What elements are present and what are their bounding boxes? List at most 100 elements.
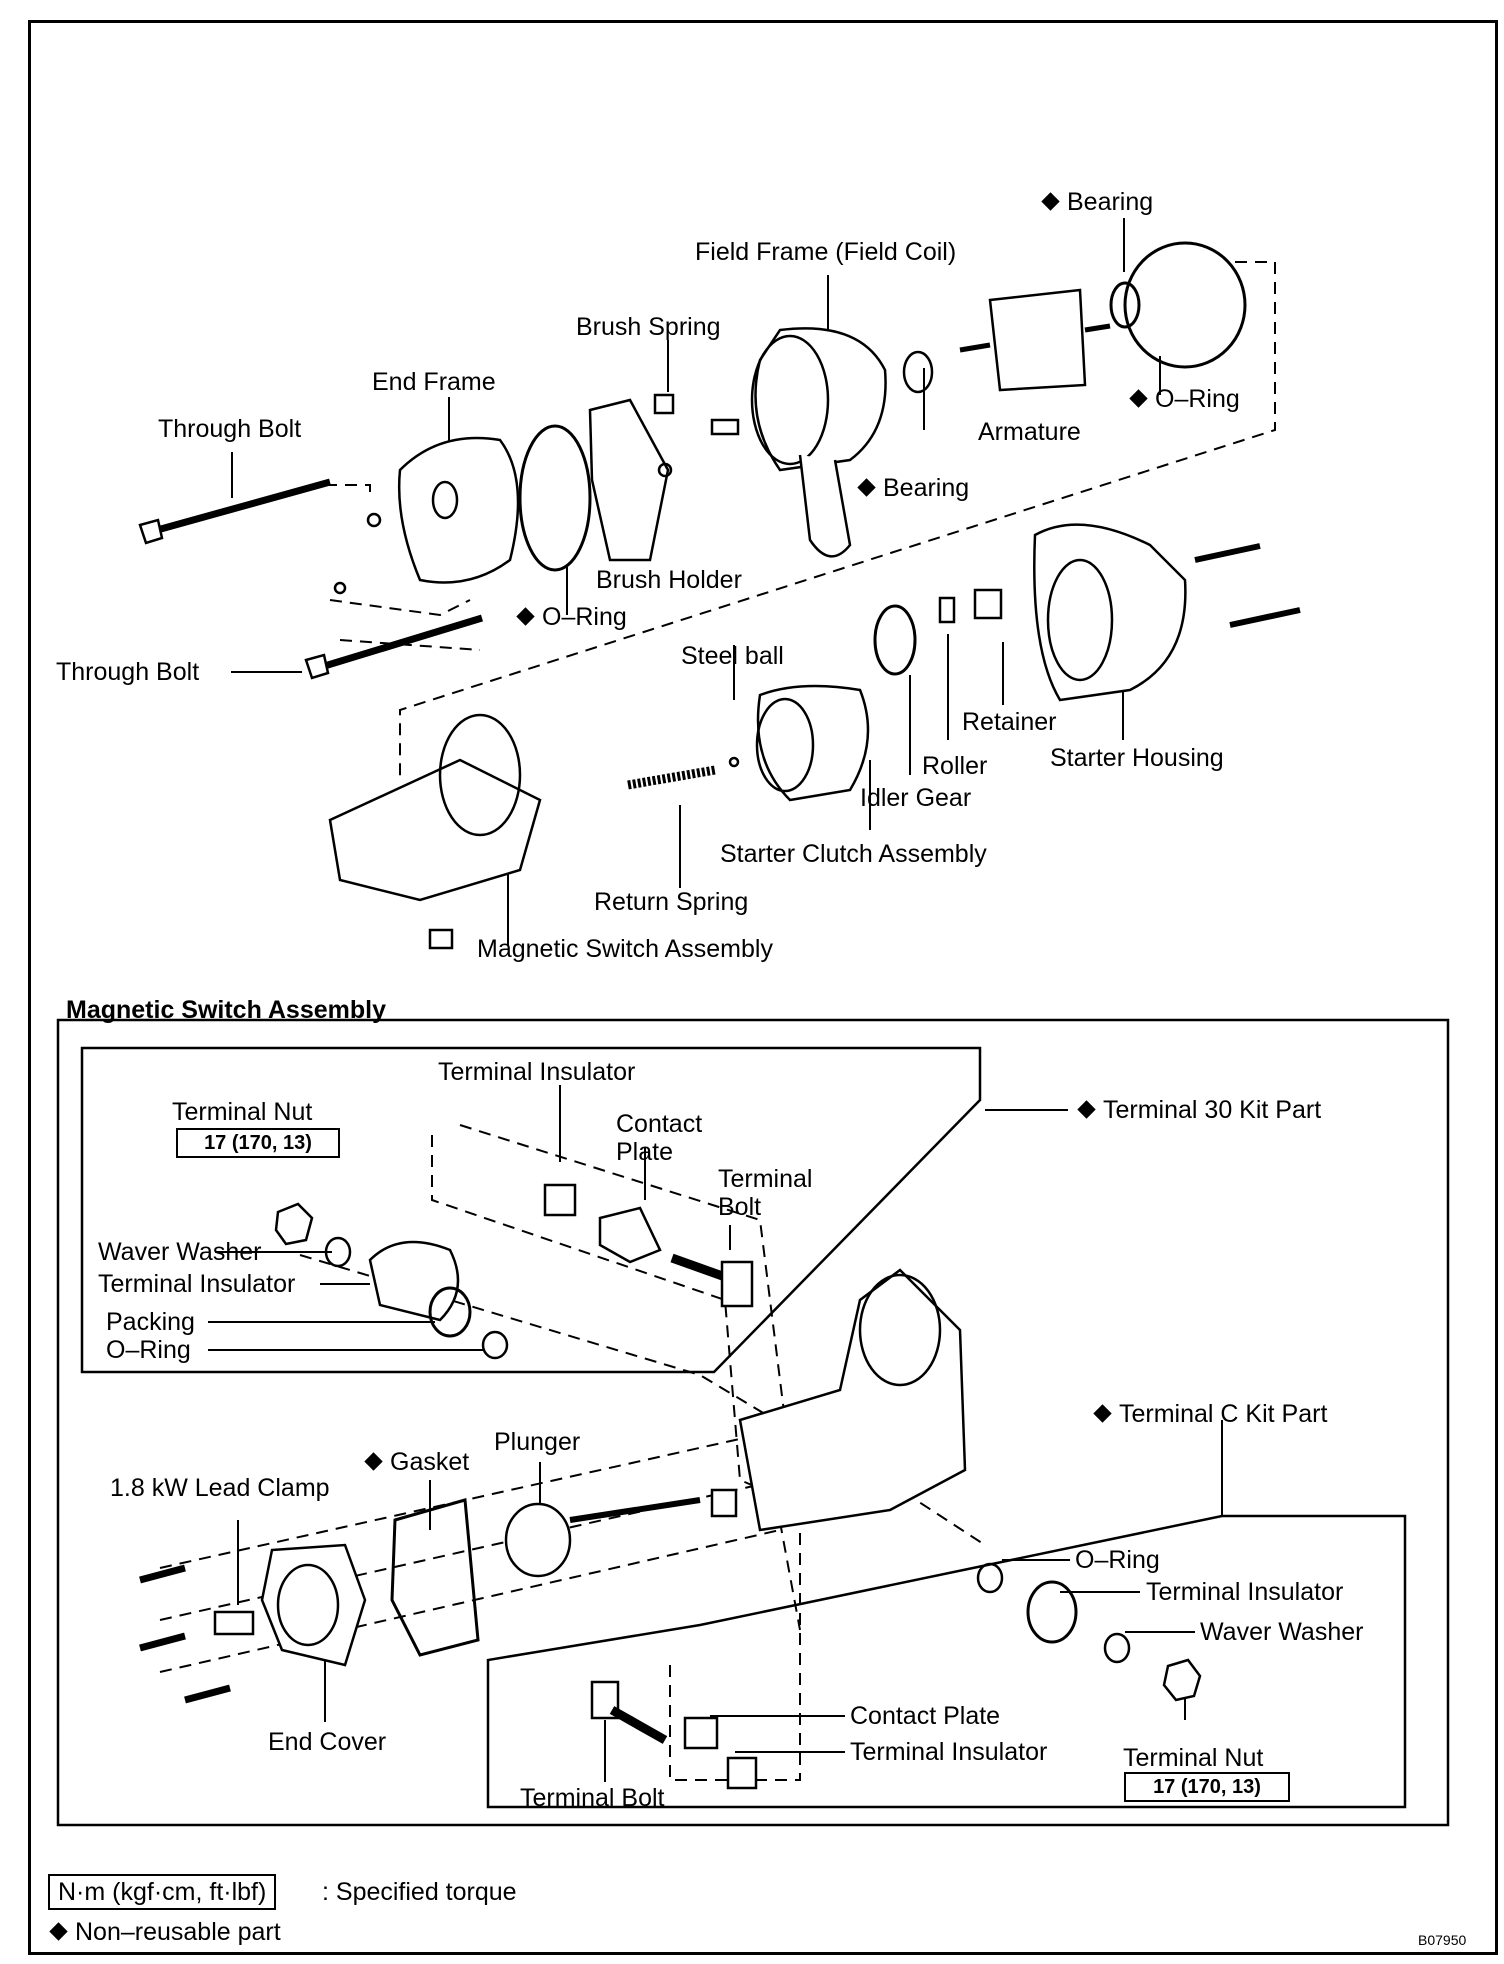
label-brush-holder: Brush Holder <box>596 566 742 594</box>
o-ring-left <box>481 1330 509 1360</box>
o-ring-end-frame <box>518 424 592 572</box>
terminal30-outline <box>80 1046 982 1374</box>
label-waver-washer-left: Waver Washer <box>98 1238 262 1266</box>
magnetic-switch-upper <box>328 713 542 950</box>
label-packing: Packing <box>106 1308 195 1336</box>
end-cover <box>260 1543 367 1667</box>
terminal-bolt-top <box>670 1253 754 1308</box>
bolt-c <box>184 1684 231 1704</box>
field-frame <box>710 327 887 558</box>
label-o-ring-right: O–Ring <box>1128 385 1240 413</box>
non-reusable-diamond-icon <box>49 1922 68 1942</box>
terminal-nut-top <box>274 1202 314 1246</box>
label-terminal-bolt-top-2: Bolt <box>718 1193 762 1221</box>
label-starter-clutch: Starter Clutch Assembly <box>720 840 987 868</box>
o-ring-armature <box>1123 241 1247 369</box>
plunger-part <box>504 1488 738 1578</box>
label-bearing-mid: Bearing <box>856 474 969 502</box>
non-reusable-diamond-icon <box>857 478 876 498</box>
waver-washer-c <box>1103 1632 1131 1664</box>
label-brush-spring: Brush Spring <box>576 313 721 341</box>
label-contact-plate-top-2: Plate <box>616 1138 673 1166</box>
label-terminal-bolt-top-1: Terminal <box>718 1165 813 1193</box>
label-terminal-insulator-c: Terminal Insulator <box>1146 1578 1344 1606</box>
label-terminal-bolt-c: Terminal Bolt <box>520 1784 665 1812</box>
idler-gear <box>873 604 917 676</box>
terminal-insulator-c <box>1026 1580 1078 1644</box>
o-ring-c <box>976 1562 1004 1594</box>
label-return-spring: Return Spring <box>594 888 749 916</box>
label-end-frame: End Frame <box>372 368 496 396</box>
label-terminal-c: Terminal C Kit Part <box>1092 1400 1327 1428</box>
non-reusable-diamond-icon <box>1041 192 1060 212</box>
label-through-bolt-top: Through Bolt <box>158 415 302 443</box>
end-frame <box>333 436 520 595</box>
through-bolt-top <box>138 478 331 545</box>
legend-non-reusable: Non–reusable part <box>48 1918 281 1946</box>
inset-frame <box>56 1018 1450 1827</box>
packing <box>428 1286 472 1338</box>
brush-holder <box>588 393 675 562</box>
non-reusable-diamond-icon <box>1129 389 1148 409</box>
label-terminal-insulator-c2: Terminal Insulator <box>850 1738 1048 1766</box>
label-retainer: Retainer <box>962 708 1057 736</box>
legend-torque-unit-box: N·m (kgf·cm, ft·lbf) <box>48 1874 277 1910</box>
label-magnetic-switch: Magnetic Switch Assembly <box>477 935 773 963</box>
torque-box-c: 17 (170, 13) <box>1124 1772 1290 1802</box>
terminal-insulator-left <box>368 1240 460 1322</box>
figure-frame <box>28 20 1498 1955</box>
terminal-insulator-top <box>543 1183 577 1217</box>
bearing-mid <box>902 350 934 394</box>
non-reusable-diamond-icon <box>1077 1100 1096 1120</box>
label-terminal-insulator-left: Terminal Insulator <box>98 1270 296 1298</box>
retainer <box>973 588 1003 620</box>
non-reusable-diamond-icon <box>364 1452 383 1472</box>
contact-plate-c <box>683 1716 719 1750</box>
non-reusable-diamond-icon <box>1093 1404 1112 1424</box>
bearing-top <box>1109 281 1141 329</box>
torque-box-top: 17 (170, 13) <box>176 1128 340 1158</box>
label-terminal-nut-top: Terminal Nut <box>172 1098 313 1126</box>
armature <box>959 288 1111 392</box>
label-idler-gear: Idler Gear <box>860 784 972 812</box>
label-end-cover: End Cover <box>268 1728 387 1756</box>
label-waver-washer-c: Waver Washer <box>1200 1618 1364 1646</box>
through-bolt-bottom <box>304 614 484 680</box>
label-starter-housing: Starter Housing <box>1050 744 1224 772</box>
switch-body <box>738 1268 967 1532</box>
label-steel-ball: Steel ball <box>681 642 784 670</box>
label-terminal-nut-c: Terminal Nut <box>1123 1744 1264 1772</box>
terminal-c-outline <box>486 1514 1407 1809</box>
label-plunger: Plunger <box>494 1428 581 1456</box>
figure-code: B07950 <box>1418 1932 1467 1948</box>
terminal-insulator-c2 <box>726 1756 758 1790</box>
waver-washer-left <box>324 1236 352 1268</box>
terminal-nut-c <box>1162 1658 1202 1702</box>
label-contact-plate-top-1: Contact <box>616 1110 703 1138</box>
label-armature: Armature <box>978 418 1081 446</box>
leader-lines <box>231 218 1161 945</box>
label-contact-plate-c: Contact Plate <box>850 1702 1001 1730</box>
terminal-bolt-c <box>590 1680 668 1744</box>
bolt-b <box>139 1632 186 1652</box>
label-o-ring-left: O–Ring <box>106 1336 191 1364</box>
label-bearing-top: Bearing <box>1040 188 1153 216</box>
contact-plate-top <box>598 1206 662 1264</box>
starter-clutch <box>755 684 870 802</box>
steel-ball <box>728 756 740 768</box>
inset-title: Magnetic Switch Assembly <box>66 996 386 1024</box>
bolt-a <box>139 1564 186 1584</box>
legend-torque-text: : Specified torque <box>322 1878 517 1906</box>
gasket-part <box>390 1498 480 1657</box>
label-terminal-insulator-top: Terminal Insulator <box>438 1058 636 1086</box>
starter-housing <box>1033 523 1301 702</box>
non-reusable-diamond-icon <box>516 607 535 627</box>
lead-clamp <box>213 1610 255 1636</box>
label-gasket: Gasket <box>363 1448 469 1476</box>
label-field-frame: Field Frame (Field Coil) <box>695 238 957 266</box>
label-o-ring-mid: O–Ring <box>515 603 627 631</box>
label-o-ring-c: O–Ring <box>1075 1546 1160 1574</box>
dashed-assembly-lines <box>325 261 1276 780</box>
label-terminal30: Terminal 30 Kit Part <box>1076 1096 1321 1124</box>
